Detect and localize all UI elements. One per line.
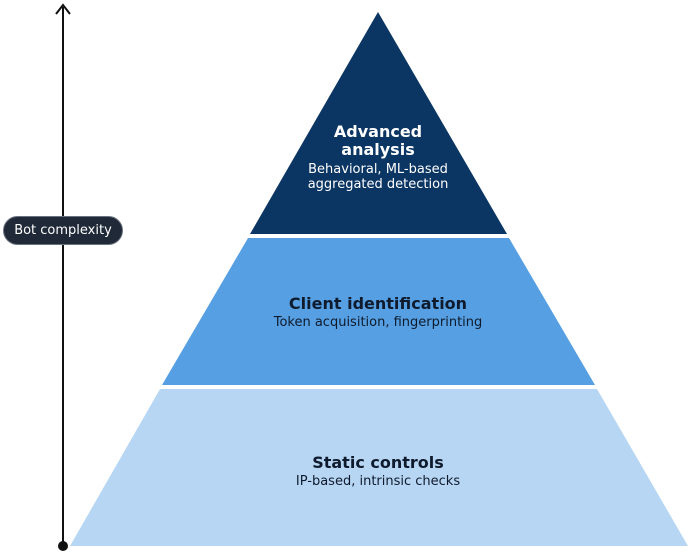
tier-advanced-analysis xyxy=(250,12,507,234)
tier-title-line: Client identification xyxy=(288,294,468,313)
tier-title-line: Advanced xyxy=(333,122,423,141)
tier-description-line: aggregated detection xyxy=(307,176,449,192)
tier-title-line: Static controls xyxy=(312,453,444,472)
axis-origin-dot xyxy=(58,541,68,551)
tier-client-identification xyxy=(162,238,595,385)
tier-description-line: Token acquisition, fingerprinting xyxy=(273,315,483,331)
tier-description-line: IP-based, intrinsic checks xyxy=(295,474,461,490)
tier-title-line: analysis xyxy=(341,140,415,160)
axis-arrowhead xyxy=(55,3,71,15)
tier-description-line: Behavioral, ML-based xyxy=(308,161,448,177)
tier-static-controls-text: Static controls IP-based, intrinsic chec… xyxy=(295,453,461,490)
tier-advanced-analysis-text: Advanced analysis Behavioral, ML-based a… xyxy=(307,122,449,193)
tier-client-identification-text: Client identification Token acquisition,… xyxy=(273,294,483,331)
bot-complexity-label: Bot complexity xyxy=(3,216,123,245)
tier-static-controls xyxy=(70,389,688,546)
